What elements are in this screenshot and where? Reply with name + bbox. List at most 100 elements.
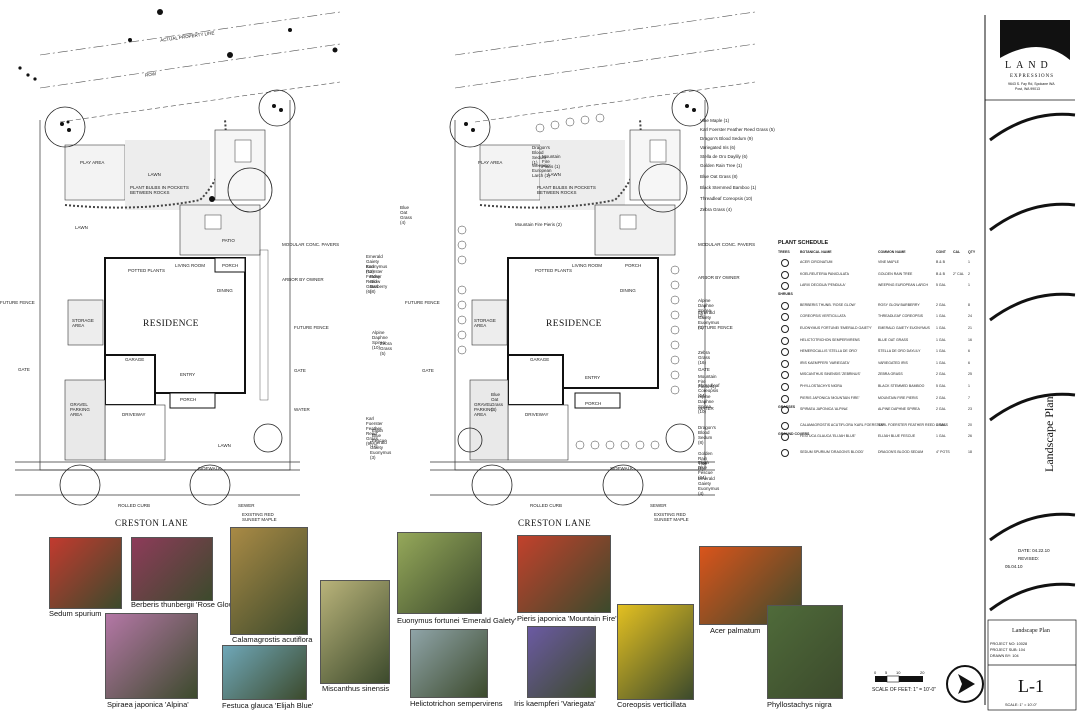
tb-project-sub: PROJECT SUB: 104 [990,648,1025,652]
tb-plan-title: Landscape Plan [1012,628,1050,634]
existing-maple-label-right: EXISTING RED SUNSET MAPLE [654,512,689,522]
schedule-cell: 1 GAL [936,314,946,319]
garage-label: GARAGE [125,357,145,362]
schedule-cell: B & B [936,271,945,276]
play-area-label: PLAY AREA [80,160,105,165]
sheet-number: L-1 [1018,676,1044,696]
photo-caption: Festuca glauca 'Elijah Blue' [222,701,314,710]
schedule-cell: 2 GAL [936,395,946,400]
callout: Dragon's Blood Sedum (1) [532,145,550,165]
photo-caption: Acer palmatum [710,626,761,635]
callout: Alpine Daphne Spirea (10) [372,330,388,350]
callout: Dragon's Blood Sedum (8) [698,425,716,445]
schedule-cell: 6 [968,349,970,354]
sewer-label-right: SEWER [650,503,667,508]
schedule-cell: SPIRAEA JAPONICA 'ALPINA' [800,407,849,412]
photo-euonymus [397,532,482,614]
photo-swatch [231,528,307,634]
schedule-cell: 4" POTS [936,450,950,454]
callout: Zebra Grass (5) [380,341,393,356]
callout: Elijah Blue Fescue (24) [698,460,713,480]
callout: Zebra Grass (4) [700,207,732,212]
arbor-label: ARBOR BY OWNER [282,277,324,282]
photo-festuca [222,645,307,700]
callout: Stella de Oro Daylily (6) [700,154,748,159]
schedule-symbol-icon [781,270,789,279]
schedule-cell: EMERALD GAIETY EUONYMUS [878,326,930,330]
rolled-curb-label-right: ROLLED CURB [530,503,563,508]
schedule-symbol-icon [781,421,789,430]
schedule-col-header: CONT [936,250,946,254]
schedule-col-header: BOTANICAL NAME [800,250,832,254]
schedule-cell: 18 [968,450,972,454]
callout: Mountain Fire Pieris (4) [698,374,717,389]
photo-swatch [321,581,389,683]
boulder-pocket-label-right: PLANT BULBS IN POCKETS BETWEEN ROCKS [537,185,596,195]
schedule-cell: ACER CIRCINATUM [800,260,833,264]
callout: Blue Oat Grass (4) [491,392,504,412]
callout: Dragon's Blood Sedum (9) [700,136,753,141]
callout: Variegated Iris (6) [700,145,736,150]
tb-revised-date: 05.04.10 [1005,564,1023,569]
future-fence-label-right-2: FUTURE FENCE [698,325,733,330]
photo-caption: Phyllostachys nigra [767,700,832,709]
schedule-cell: BLUE OAT GRASS [878,337,909,342]
dining-label-right: DINING [620,288,636,293]
schedule-cell: ROSY GLOW BARBERRY [878,302,920,307]
schedule-symbol-icon [781,394,789,403]
schedule-cell: 2 [968,271,970,276]
schedule-section-label: SHRUBS [778,292,793,296]
callout: Alpine Daphne Spirea (10) [698,394,714,414]
porch-label-2: PORCH [180,397,197,402]
schedule-cell: KOELREUTERIA PANICULATA [800,271,850,276]
photo-caption: Calamagrostis acutiflora [232,635,313,644]
schedule-symbol-icon [781,336,789,345]
schedule-symbol-icon [781,383,789,391]
photo-sedum [49,537,122,609]
schedule-symbol-icon [781,325,789,333]
schedule-cell: FESTUCA GLAUCA 'ELIJAH BLUE' [800,434,856,439]
photo-caption: Spiraea japonica 'Alpina' [107,700,189,709]
scale-label: SCALE OF FEET: 1" = 10'-0" [872,687,937,693]
scale-tick: 20 [920,670,925,675]
schedule-cell: 1 GAL [936,337,946,342]
schedule-cell: IRIS KAEMPFERI 'VARIEGATA' [800,360,850,365]
arbor-label-right: ARBOR BY OWNER [698,275,740,280]
photo-helictotrichon [410,629,488,698]
photo-swatch [411,630,487,697]
residence-label: RESIDENCE [143,319,199,329]
schedule-cell: GOLDEN RAIN TREE [878,271,913,276]
photo-iris [527,626,596,698]
entry-label: ENTRY [180,372,196,377]
photo-swatch [528,627,595,697]
company-name: LAND [1005,60,1053,71]
schedule-cell: 1 [968,384,970,388]
potted-plants-label-right: POTTED PLANTS [535,268,573,273]
photo-swatch [618,605,693,699]
photo-caption: Pieris japonica 'Mountain Fire' [517,614,617,623]
residence-label-right: RESIDENCE [546,319,602,329]
callout: Blue Oat Grass (8) [700,174,738,179]
schedule-symbol-icon [781,348,789,357]
street-name-left: CRESTON LANE [115,518,189,528]
storage-area-label: STORAGE AREA [72,318,94,328]
potted-plants-label: POTTED PLANTS [128,268,166,273]
street-name-right: CRESTON LANE [518,518,592,528]
future-fence-label-2: FUTURE FENCE [294,325,329,330]
photo-caption: Berberis thunbergii 'Rose Glow' [131,600,236,609]
schedule-cell: VINE MAPLE [878,260,900,264]
company-address: 9643 S. Fay Rd, Spokane WA [1008,82,1055,86]
schedule-cell: 20 [968,422,972,427]
plant-schedule: PLANT SCHEDULE TREES BOTANICAL NAME COMM… [778,240,978,457]
callout: Threadleaf Coreopsis (10) [700,196,753,201]
schedule-cell: 1 GAL [936,434,946,439]
storage-area-label-right: STORAGE AREA [474,318,496,328]
gate-label-right-2: GATE [698,367,710,372]
schedule-cell: 2 GAL [936,407,946,412]
existing-maple-label: EXISTING RED SUNSET MAPLE [242,512,277,522]
callout: Emerald Gaiety Euonymus (2) [698,310,720,330]
callout: Black Stemmed Bamboo (1) [700,185,757,190]
callout: Rosy Glow Barberry (8) [370,274,388,294]
schedule-cell: HEMEROCALLIS 'STELLA DE ORO' [800,349,858,354]
